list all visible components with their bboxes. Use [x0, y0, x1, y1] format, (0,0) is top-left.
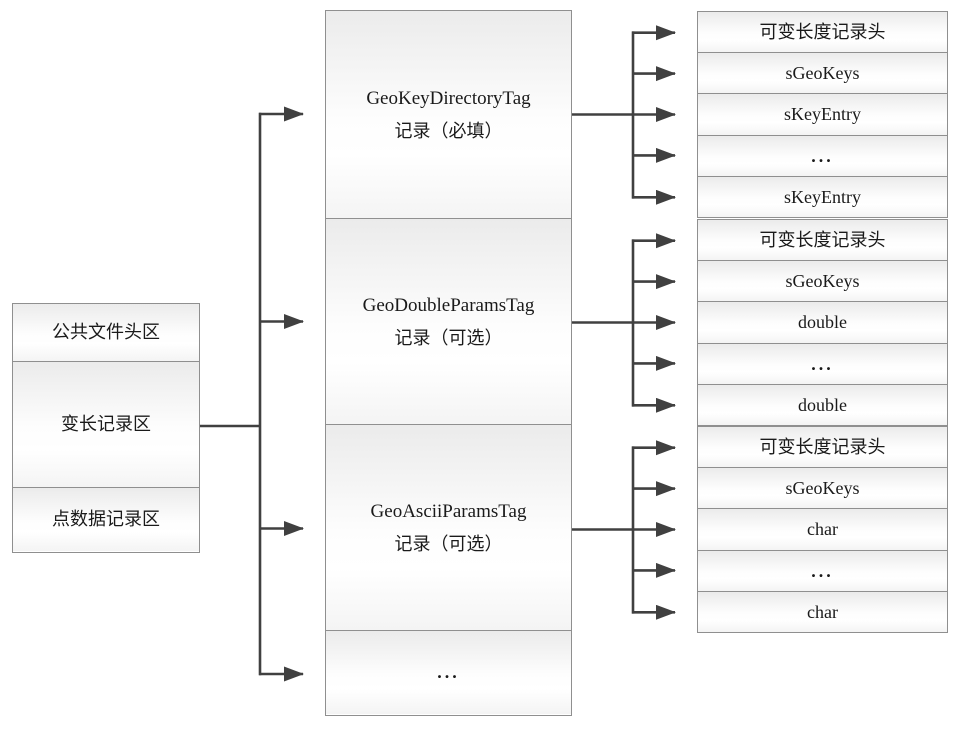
ellipsis-label: ...	[437, 662, 460, 683]
variable-length-record-label: 变长记录区	[61, 414, 151, 435]
record-row: ...	[698, 342, 947, 384]
public-file-header-label: 公共文件头区	[52, 322, 160, 343]
record-row: sGeoKeys	[698, 52, 947, 94]
point-data-record-label: 点数据记录区	[52, 509, 160, 530]
record-row-label: 可变长度记录头	[759, 436, 886, 457]
geodoubleparamstag-section: GeoDoubleParamsTag 记录（可选）	[326, 218, 571, 424]
record-row: sGeoKeys	[698, 260, 947, 302]
geokeydirectorytag-note: 记录（必填）	[394, 120, 503, 141]
record-row: 可变长度记录头	[698, 12, 947, 53]
geoasciiparamstag-name: GeoAsciiParamsTag	[370, 501, 527, 523]
public-file-header-row: 公共文件头区	[13, 304, 199, 361]
point-data-record-row: 点数据记录区	[13, 487, 199, 551]
record-row: char	[698, 590, 947, 633]
record-row-label: ...	[811, 560, 834, 581]
record-row: ...	[698, 134, 947, 176]
record-row-label: sKeyEntry	[784, 104, 861, 125]
record-row-label: char	[807, 519, 838, 540]
record-row-label: sGeoKeys	[785, 271, 860, 292]
variable-length-record-row: 变长记录区	[13, 361, 199, 487]
geoasciiparamstag-note: 记录（可选）	[394, 533, 503, 554]
record-row: sGeoKeys	[698, 467, 947, 509]
record-row-label: double	[798, 312, 847, 333]
geokeydirectorytag-name: GeoKeyDirectoryTag	[366, 88, 531, 110]
geo-tags-box: GeoKeyDirectoryTag 记录（必填） GeoDoubleParam…	[325, 10, 572, 716]
record-row-label: sGeoKeys	[785, 478, 860, 499]
ellipsis-section: ...	[326, 630, 571, 714]
record-row-label: char	[807, 601, 838, 622]
geodouble-record-layout-stack: 可变长度记录头 sGeoKeys double ... double	[697, 219, 948, 426]
record-row: 可变长度记录头	[698, 220, 947, 261]
record-row-label: ...	[811, 145, 834, 166]
geokeydirectorytag-section: GeoKeyDirectoryTag 记录（必填）	[326, 11, 571, 218]
record-row-label: 可变长度记录头	[759, 229, 886, 250]
geodoubleparamstag-name: GeoDoubleParamsTag	[362, 295, 535, 317]
record-row-label: double	[798, 394, 847, 415]
file-structure-box: 公共文件头区 变长记录区 点数据记录区	[12, 303, 200, 553]
geokey-record-layout-stack: 可变长度记录头 sGeoKeys sKeyEntry ... sKeyEntry	[697, 11, 948, 218]
record-row: double	[698, 383, 947, 426]
record-row-label: ...	[811, 353, 834, 374]
record-row: char	[698, 508, 947, 550]
geoasciiparamstag-section: GeoAsciiParamsTag 记录（可选）	[326, 424, 571, 630]
record-row-label: sGeoKeys	[785, 63, 860, 84]
record-row: 可变长度记录头	[698, 427, 947, 468]
record-row: double	[698, 301, 947, 343]
record-row-label: sKeyEntry	[784, 186, 861, 207]
record-row-label: 可变长度记录头	[759, 21, 886, 42]
record-row: sKeyEntry	[698, 93, 947, 135]
record-row: sKeyEntry	[698, 175, 947, 218]
record-row: ...	[698, 549, 947, 591]
geoascii-record-layout-stack: 可变长度记录头 sGeoKeys char ... char	[697, 426, 948, 633]
geodoubleparamstag-note: 记录（可选）	[394, 327, 503, 348]
